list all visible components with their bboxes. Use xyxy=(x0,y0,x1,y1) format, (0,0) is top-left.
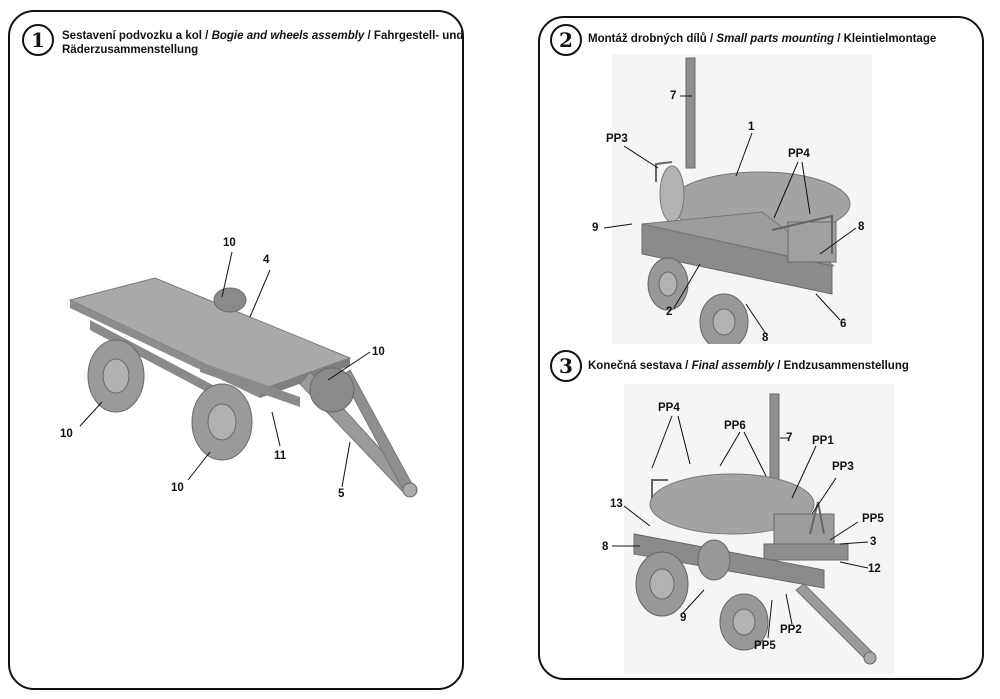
callout-6: 6 xyxy=(840,318,847,330)
callout-pp5-right: PP5 xyxy=(862,513,884,525)
step-3-title-de: Endzusammenstellung xyxy=(783,360,909,372)
step-3-title-sep1: / xyxy=(681,360,692,372)
callout-9: 9 xyxy=(592,222,599,234)
callout-pp2: PP2 xyxy=(780,624,802,636)
step-3-title-cz: Konečná sestava xyxy=(588,360,682,372)
callout-10-left: 10 xyxy=(60,428,73,440)
steps-2-3-panel: 2 Montáž drobných dílů / Small parts mou… xyxy=(538,16,984,680)
step-2-title-sep2: / xyxy=(834,33,844,45)
step-2-title-cz: Montáž drobných dílů xyxy=(588,33,707,45)
callout-9: 9 xyxy=(680,612,687,624)
callout-8-right: 8 xyxy=(858,221,865,233)
callout-10-bottom: 10 xyxy=(171,482,184,494)
callout-pp3: PP3 xyxy=(606,133,628,145)
callout-8-bottom: 8 xyxy=(762,332,769,344)
step-1-title: Sestavení podvozku a kol / Bogie and whe… xyxy=(62,29,464,57)
callout-7: 7 xyxy=(786,432,793,444)
callout-pp6: PP6 xyxy=(724,420,746,432)
step-3-title-sep2: / xyxy=(774,360,784,372)
step-2-leader-lines xyxy=(603,95,857,335)
callout-3: 3 xyxy=(870,536,877,548)
callout-1: 1 xyxy=(748,121,755,133)
step-1-title-cz: Sestavení podvozku a kol xyxy=(62,30,202,42)
callout-5: 5 xyxy=(338,488,345,500)
callout-7: 7 xyxy=(670,90,677,102)
callout-13: 13 xyxy=(610,498,623,510)
trailer-chassis-photo xyxy=(60,262,420,502)
step-1-number: 1 xyxy=(22,24,54,56)
step-2-title-sep1: / xyxy=(706,33,717,45)
step-1-title-de-1: Fahrgestell- und xyxy=(373,30,464,42)
step-2-number: 2 xyxy=(550,24,582,56)
callout-pp1: PP1 xyxy=(812,435,834,447)
callout-12: 12 xyxy=(868,563,881,575)
step-3-number: 3 xyxy=(550,350,582,382)
callout-10-top: 10 xyxy=(223,237,236,249)
step-2-title-en: Small parts mounting xyxy=(716,33,834,45)
callout-2: 2 xyxy=(666,306,673,318)
step-1-leader-lines xyxy=(79,251,371,488)
step-1-title-en: Bogie and wheels assembly xyxy=(211,30,365,42)
callout-10-right: 10 xyxy=(372,346,385,358)
callout-pp3: PP3 xyxy=(832,461,854,473)
step-1-title-sep1: / xyxy=(201,30,212,42)
step-1-panel: 1 Sestavení podvozku a kol / Bogie and w… xyxy=(8,10,464,690)
step-1-title-sep2: / xyxy=(364,30,374,42)
step-3-leader-lines xyxy=(612,415,869,639)
callout-8: 8 xyxy=(602,541,609,553)
step-2-title-de: Kleintielmontage xyxy=(843,33,937,45)
tank-trailer-photo-step-3 xyxy=(624,384,894,674)
callout-pp4: PP4 xyxy=(658,402,680,414)
callout-pp4: PP4 xyxy=(788,148,810,160)
step-3-title: Konečná sestava / Final assembly / Endzu… xyxy=(588,359,909,373)
callout-4: 4 xyxy=(263,254,270,266)
tank-trailer-photo-step-2 xyxy=(612,54,872,344)
step-2-title: Montáž drobných dílů / Small parts mount… xyxy=(588,32,936,46)
step-1-title-de-2: Räderzusammenstellung xyxy=(62,44,199,56)
callout-11: 11 xyxy=(274,450,287,462)
callout-pp5-bottom: PP5 xyxy=(754,640,776,652)
step-3-title-en: Final assembly xyxy=(691,360,775,372)
